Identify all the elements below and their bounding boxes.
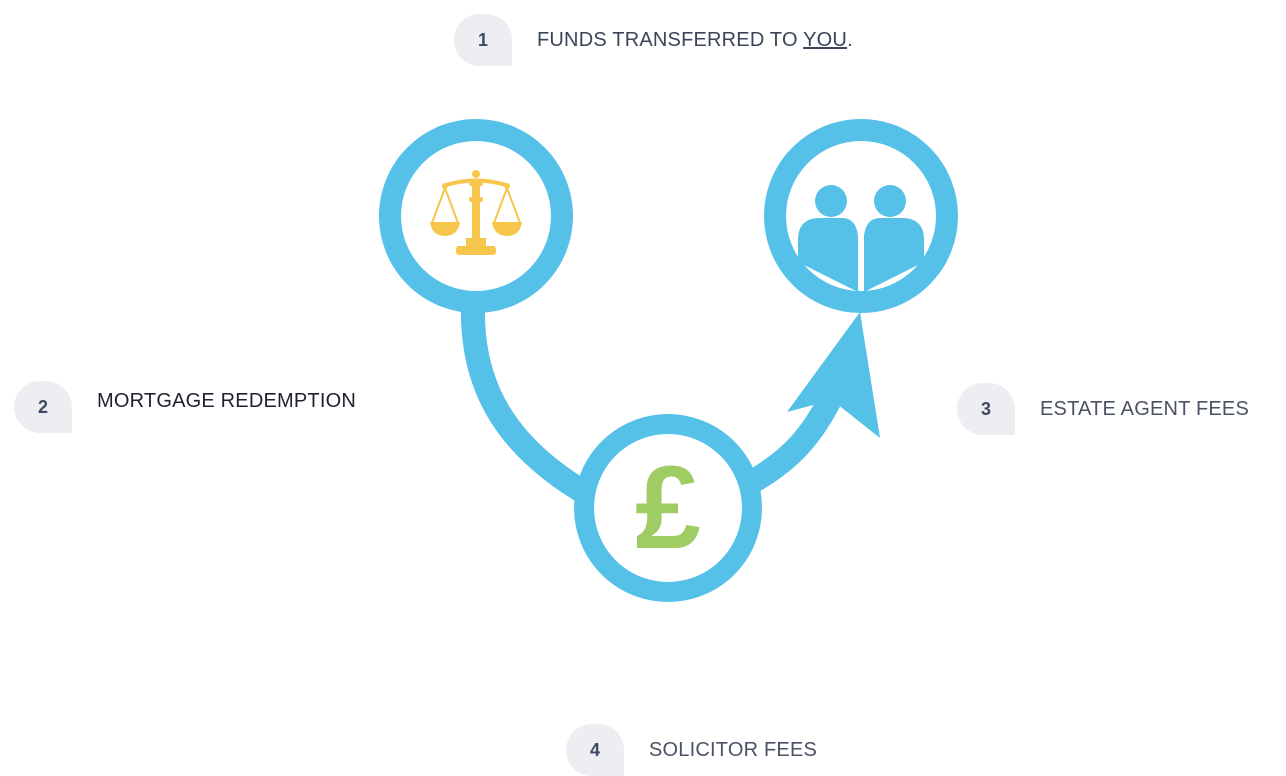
- step-number-badge: 2: [14, 381, 72, 433]
- two-people-icon: [798, 185, 924, 292]
- step-label: MORTGAGE REDEMPTION: [97, 389, 357, 412]
- scales-of-justice-icon: [430, 170, 522, 255]
- connector-curve-right: [745, 386, 845, 493]
- people-circle: [764, 119, 958, 313]
- step-label: FUNDS TRANSFERRED TO YOU.: [537, 29, 853, 52]
- step-label-prefix: FUNDS TRANSFERRED TO: [537, 28, 804, 51]
- step-1-funds-transferred: 1 FUNDS TRANSFERRED TO YOU.: [454, 14, 853, 66]
- scales-circle: [379, 119, 573, 313]
- flow-diagram: £: [379, 119, 958, 602]
- step-2-mortgage-redemption: 2 MORTGAGE REDEMPTION: [14, 381, 356, 433]
- step-label-underlined: YOU: [803, 28, 848, 51]
- step-label: ESTATE AGENT FEES: [1040, 397, 1250, 420]
- step-label-suffix: .: [847, 28, 853, 51]
- arrow-head: [787, 312, 880, 438]
- pound-sign-icon: £: [635, 442, 701, 574]
- connector-curve-left: [460, 304, 598, 508]
- step-number-badge: 1: [454, 14, 512, 66]
- step-number-badge: 3: [957, 383, 1015, 435]
- pound-circle: £: [574, 414, 762, 602]
- step-3-estate-agent-fees: 3 ESTATE AGENT FEES: [957, 383, 1249, 435]
